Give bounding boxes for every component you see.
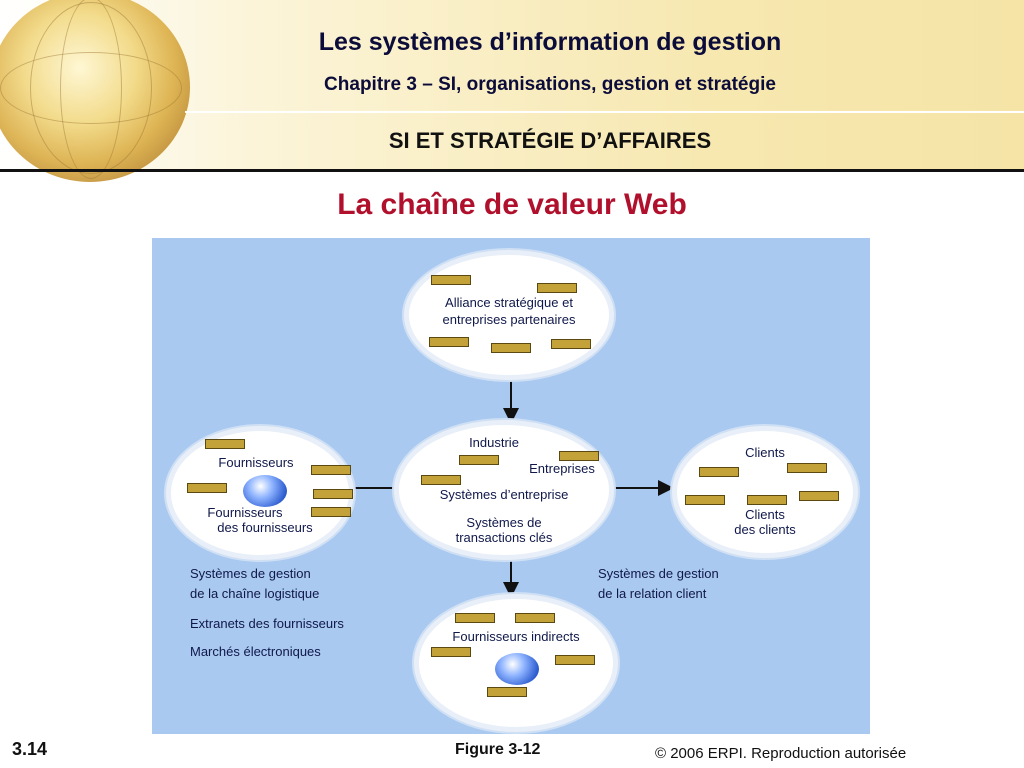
crm-systems-label-1: Systèmes de gestion <box>598 566 719 581</box>
logistics-systems-label-2: de la chaîne logistique <box>190 586 320 601</box>
rect-marker <box>429 337 469 347</box>
rect-marker <box>311 507 351 517</box>
rect-marker <box>787 463 827 473</box>
chapter-title: Chapitre 3 – SI, organisations, gestion … <box>324 74 776 95</box>
header-rule <box>0 169 1024 172</box>
fournisseurs-des-fournisseurs-label-2: des fournisseurs <box>217 520 313 535</box>
rect-marker <box>431 647 471 657</box>
rect-marker <box>685 495 725 505</box>
fournisseurs-label: Fournisseurs <box>218 455 294 470</box>
rect-marker <box>491 343 531 353</box>
alliance-label-2: entreprises partenaires <box>442 312 576 327</box>
globe-orb-icon <box>243 475 287 507</box>
rect-marker <box>799 491 839 501</box>
suppliers-ellipse: Fournisseurs Fournisseurs des fournisseu… <box>166 426 354 560</box>
indirect-suppliers-ellipse: Fournisseurs indirects <box>414 594 618 732</box>
rect-marker <box>421 475 461 485</box>
rect-marker <box>311 465 351 475</box>
clients-des-clients-label-2: des clients <box>734 522 796 537</box>
course-title: Les systèmes d’information de gestion <box>318 28 782 56</box>
globe-orb-icon <box>495 653 539 685</box>
value-chain-diagram: Alliance stratégique et entreprises part… <box>152 238 870 734</box>
section-title: SI ET STRATÉGIE D’AFFAIRES <box>388 128 712 153</box>
rect-marker <box>455 613 495 623</box>
rect-marker <box>459 455 499 465</box>
e-markets-label: Marchés électroniques <box>190 644 321 659</box>
globe-icon <box>0 0 190 182</box>
rect-marker <box>431 275 471 285</box>
center-ellipse: Industrie Entreprises Systèmes d’entrepr… <box>394 420 614 560</box>
clients-des-clients-label-1: Clients <box>745 507 785 522</box>
alliance-ellipse: Alliance stratégique et entreprises part… <box>404 250 614 380</box>
fournisseurs-des-fournisseurs-label-1: Fournisseurs <box>207 505 283 520</box>
fournisseurs-indirects-label: Fournisseurs indirects <box>452 629 580 644</box>
slide-header: Les systèmes d’information de gestion Ch… <box>0 0 1024 182</box>
rect-marker <box>313 489 353 499</box>
rect-marker <box>699 467 739 477</box>
rect-marker <box>537 283 577 293</box>
copyright: © 2006 ERPI. Reproduction autorisée <box>655 745 907 762</box>
supplier-extranets-label: Extranets des fournisseurs <box>190 616 344 631</box>
entreprises-label: Entreprises <box>529 461 595 476</box>
clients-ellipse: Clients Clients des clients <box>672 426 858 558</box>
rect-marker <box>205 439 245 449</box>
rect-marker <box>555 655 595 665</box>
industrie-label: Industrie <box>469 435 519 450</box>
slide-number: 3.14 <box>12 739 48 759</box>
clients-label: Clients <box>745 445 785 460</box>
transactions-label-1: Systèmes de <box>466 515 542 530</box>
rect-marker <box>551 339 591 349</box>
rect-marker <box>487 687 527 697</box>
logistics-systems-label-1: Systèmes de gestion <box>190 566 311 581</box>
rect-marker <box>559 451 599 461</box>
header-divider <box>185 111 1024 113</box>
rect-marker <box>747 495 787 505</box>
alliance-label-1: Alliance stratégique et <box>445 295 573 310</box>
connector-arrows <box>336 366 674 598</box>
rect-marker <box>187 483 227 493</box>
figure-caption: Figure 3-12 <box>455 741 541 758</box>
crm-systems-label-2: de la relation client <box>598 586 707 601</box>
rect-marker <box>515 613 555 623</box>
transactions-label-2: transactions clés <box>455 530 553 545</box>
slide-title: La chaîne de valeur Web <box>337 188 687 221</box>
systemes-entreprise-label: Systèmes d’entreprise <box>439 487 569 502</box>
